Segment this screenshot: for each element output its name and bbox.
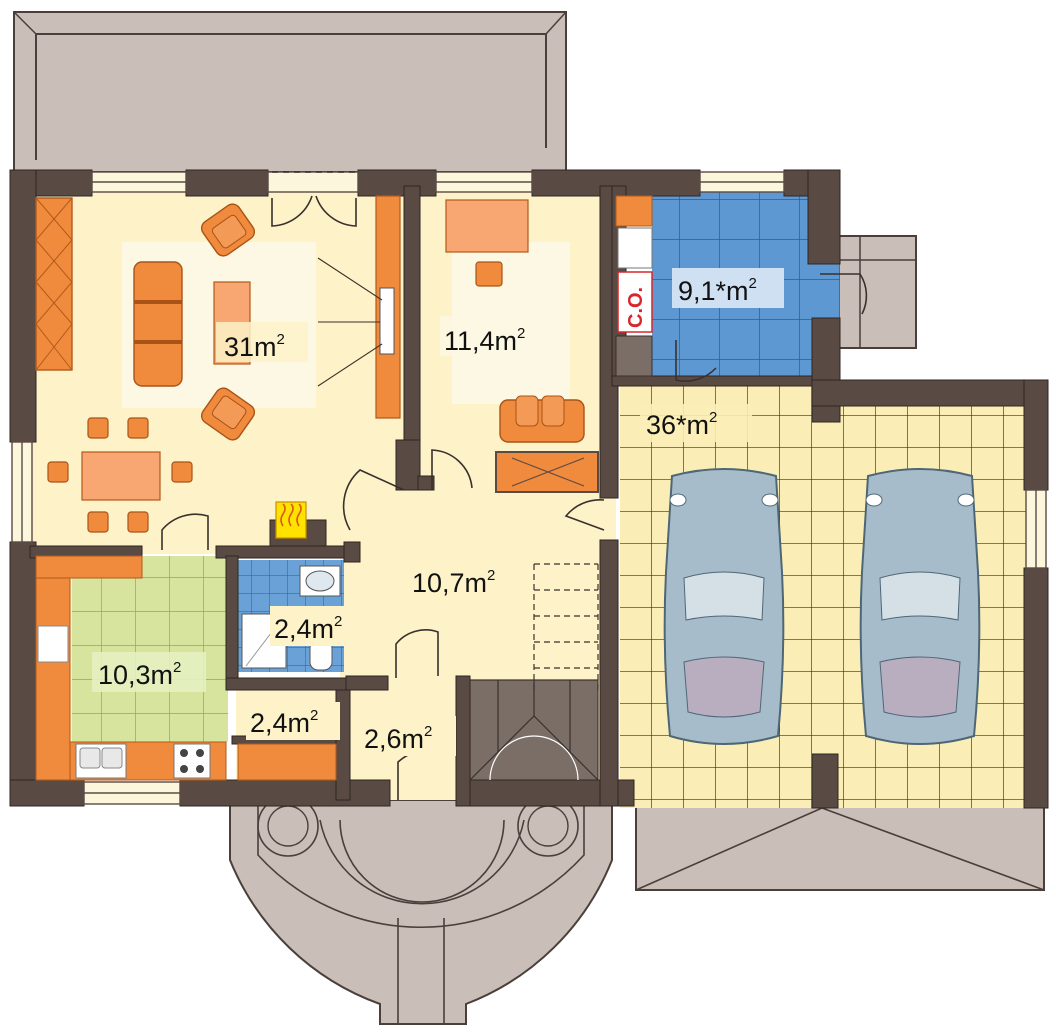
boiler-area-label: 9,1*m2 [678, 275, 757, 306]
pantry-area-label: 2,4m2 [250, 707, 318, 738]
area-labels: 31m2 11,4m2 9,1*m2 36*m2 10,7m2 2,4m2 10… [92, 268, 784, 756]
car-right [859, 468, 981, 745]
bathroom-area-label: 2,4m2 [274, 613, 342, 644]
bathroom-fixtures [241, 565, 341, 671]
kitchen-furniture [35, 555, 227, 781]
car-left [663, 468, 785, 745]
staircase [469, 563, 599, 781]
front-terrace [229, 795, 613, 1025]
garage-area-label: 36*m2 [646, 409, 717, 440]
pantry-shelf [237, 743, 337, 781]
boiler-tag: C.O. [625, 287, 647, 328]
bedroom-furniture [445, 199, 599, 493]
kitchen-area-label: 10,3m2 [98, 659, 181, 690]
living-area-label: 31m2 [224, 331, 285, 362]
hall-area-label: 10,7m2 [412, 567, 495, 598]
vestibule-area-label: 2,6m2 [364, 723, 432, 754]
side-porch [837, 235, 917, 349]
walls [9, 169, 1049, 809]
doors [161, 171, 868, 800]
bedroom-area-label: 11,4m2 [444, 325, 525, 356]
rear-terrace [13, 11, 567, 173]
boiler-equipment [615, 195, 653, 377]
garage-canopy [635, 805, 1045, 891]
windows [11, 171, 1047, 805]
